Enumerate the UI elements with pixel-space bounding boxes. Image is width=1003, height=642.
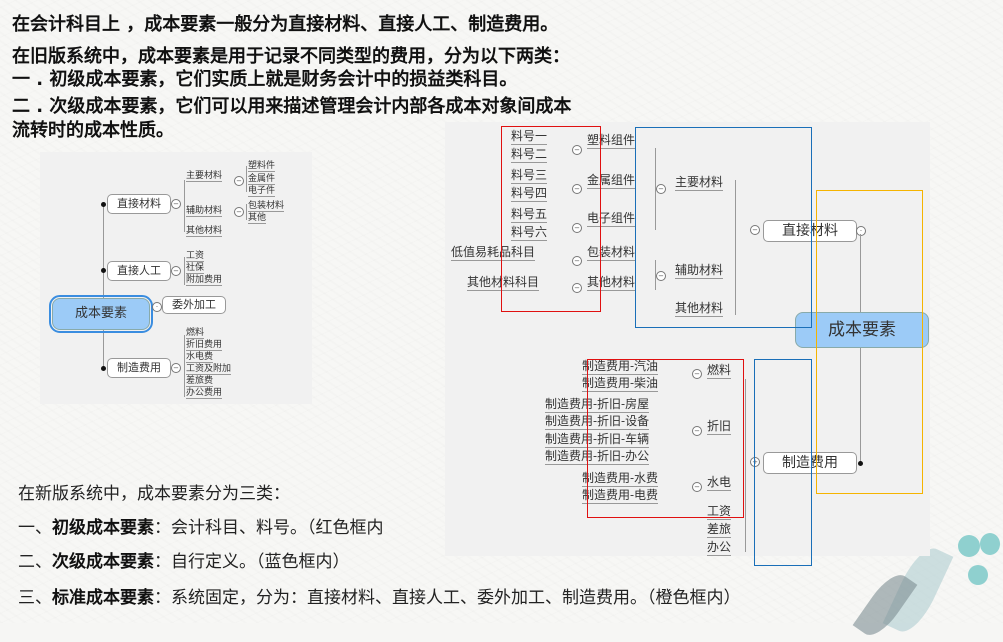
- blue-box-secondary-2: [754, 359, 812, 566]
- new-node-manufacturing[interactable]: 制造费用: [763, 452, 857, 474]
- old-leaf: 燃料: [186, 325, 205, 339]
- new-leaf: 制造费用-汽油: [582, 359, 659, 375]
- new-leaf: 料号二: [511, 147, 548, 163]
- old-mindmap-panel: 直接材料 − 主要材料 − 塑料件 金属件 电子件 辅助材料 − 包装材料 其他…: [40, 152, 312, 404]
- old-leaf: 差旅费: [186, 373, 214, 387]
- intro-line-1: 在会计科目上 ，成本要素一般分为直接材料、直接人工、制造费用。: [12, 14, 559, 35]
- orange-box-standard: [816, 190, 923, 494]
- new-group-plastic: 塑料组件: [587, 133, 636, 149]
- new-leaf: 其他材料科目: [467, 275, 540, 291]
- old-leaf: 包装材料: [248, 198, 285, 212]
- new-group-other: 其他材料: [587, 275, 636, 291]
- new-system-item-1: 一、初级成本要素：会计科目、料号。（红色框内: [18, 518, 384, 538]
- new-system-heading: 在新版系统中，成本要素分为三类：: [18, 484, 290, 504]
- new-system-item-2: 二、次级成本要素：自行定义。（蓝色框内）: [18, 552, 350, 572]
- new-leaf: 低值易耗品科目: [451, 245, 536, 261]
- new-group-electronic: 电子组件: [587, 211, 636, 227]
- old-node-other-material: 其他材料: [186, 223, 223, 237]
- new-leaf: 制造费用-电费: [582, 488, 659, 504]
- old-root-node[interactable]: 成本要素: [49, 295, 153, 333]
- old-node-manufacturing[interactable]: 制造费用: [107, 358, 171, 378]
- new-group-wages: 工资: [707, 504, 732, 520]
- old-leaf: 其他: [248, 210, 267, 224]
- old-leaf: 折旧费用: [186, 337, 223, 351]
- new-leaf: 制造费用-水费: [582, 471, 659, 487]
- new-leaf: 制造费用-柴油: [582, 376, 659, 392]
- new-group-utilities: 水电: [707, 475, 732, 491]
- old-leaf: 附加费用: [186, 272, 223, 286]
- old-leaf: 塑料件: [248, 158, 276, 172]
- new-leaf: 料号六: [511, 225, 548, 241]
- old-leaf: 办公费用: [186, 385, 223, 399]
- old-node-outsourcing[interactable]: 委外加工: [162, 296, 226, 314]
- red-box-primary: [501, 126, 601, 312]
- new-system-item-3: 三、标准成本要素：系统固定，分为：直接材料、直接人工、委外加工、制造费用。（橙色…: [18, 588, 741, 608]
- new-group-fuel: 燃料: [707, 363, 732, 379]
- intro-line-3: 一 . 初级成本要素，它们实质上就是财务会计中的损益类科目。: [12, 69, 518, 90]
- red-box-primary-2: [587, 359, 744, 518]
- old-leaf: 工资: [186, 248, 205, 262]
- new-group-metal: 金属组件: [587, 173, 636, 189]
- new-leaf: 制造费用-折旧-车辆: [545, 432, 650, 448]
- new-node-main-material: 主要材料: [675, 175, 724, 191]
- new-mindmap-panel: 料号一 料号二 − 塑料组件 料号三 料号四 − 金属组件 料号五 料号六 − …: [445, 122, 930, 566]
- new-node-direct-material[interactable]: 直接材料: [763, 220, 857, 242]
- old-leaf: 金属件: [248, 171, 276, 185]
- old-node-direct-material[interactable]: 直接材料: [107, 194, 171, 214]
- old-leaf: 电子件: [248, 183, 276, 197]
- old-leaf: 工资及附加: [186, 361, 232, 375]
- old-node-main-material: 主要材料: [186, 168, 223, 182]
- old-leaf: 水电费: [186, 349, 214, 363]
- blue-box-secondary: [635, 127, 812, 328]
- new-group-packaging: 包装材料: [587, 245, 636, 261]
- old-node-direct-labor[interactable]: 直接人工: [107, 261, 171, 281]
- intro-line-2: 在旧版系统中，成本要素是用于记录不同类型的费用，分为以下两类：: [12, 46, 570, 67]
- new-leaf: 制造费用-折旧-办公: [545, 449, 650, 465]
- new-leaf: 料号五: [511, 207, 548, 223]
- old-node-aux-material: 辅助材料: [186, 203, 223, 217]
- new-leaf: 制造费用-折旧-设备: [545, 414, 650, 430]
- intro-line-4: 二 . 次级成本要素，它们可以用来描述管理会计内部各成本对象间成本: [12, 96, 572, 117]
- new-node-other-material: 其他材料: [675, 301, 724, 317]
- new-group-depreciation: 折旧: [707, 419, 732, 435]
- new-node-aux-material: 辅助材料: [675, 263, 724, 279]
- new-root-node[interactable]: 成本要素: [795, 312, 929, 348]
- new-group-office: 办公: [707, 540, 732, 556]
- new-leaf: 制造费用-折旧-房屋: [545, 397, 650, 413]
- new-leaf: 料号四: [511, 186, 548, 202]
- new-group-travel: 差旅: [707, 522, 732, 538]
- intro-line-5: 流转时的成本性质。: [12, 120, 174, 141]
- new-leaf: 料号一: [511, 129, 548, 145]
- new-leaf: 料号三: [511, 168, 548, 184]
- old-leaf: 社保: [186, 260, 205, 274]
